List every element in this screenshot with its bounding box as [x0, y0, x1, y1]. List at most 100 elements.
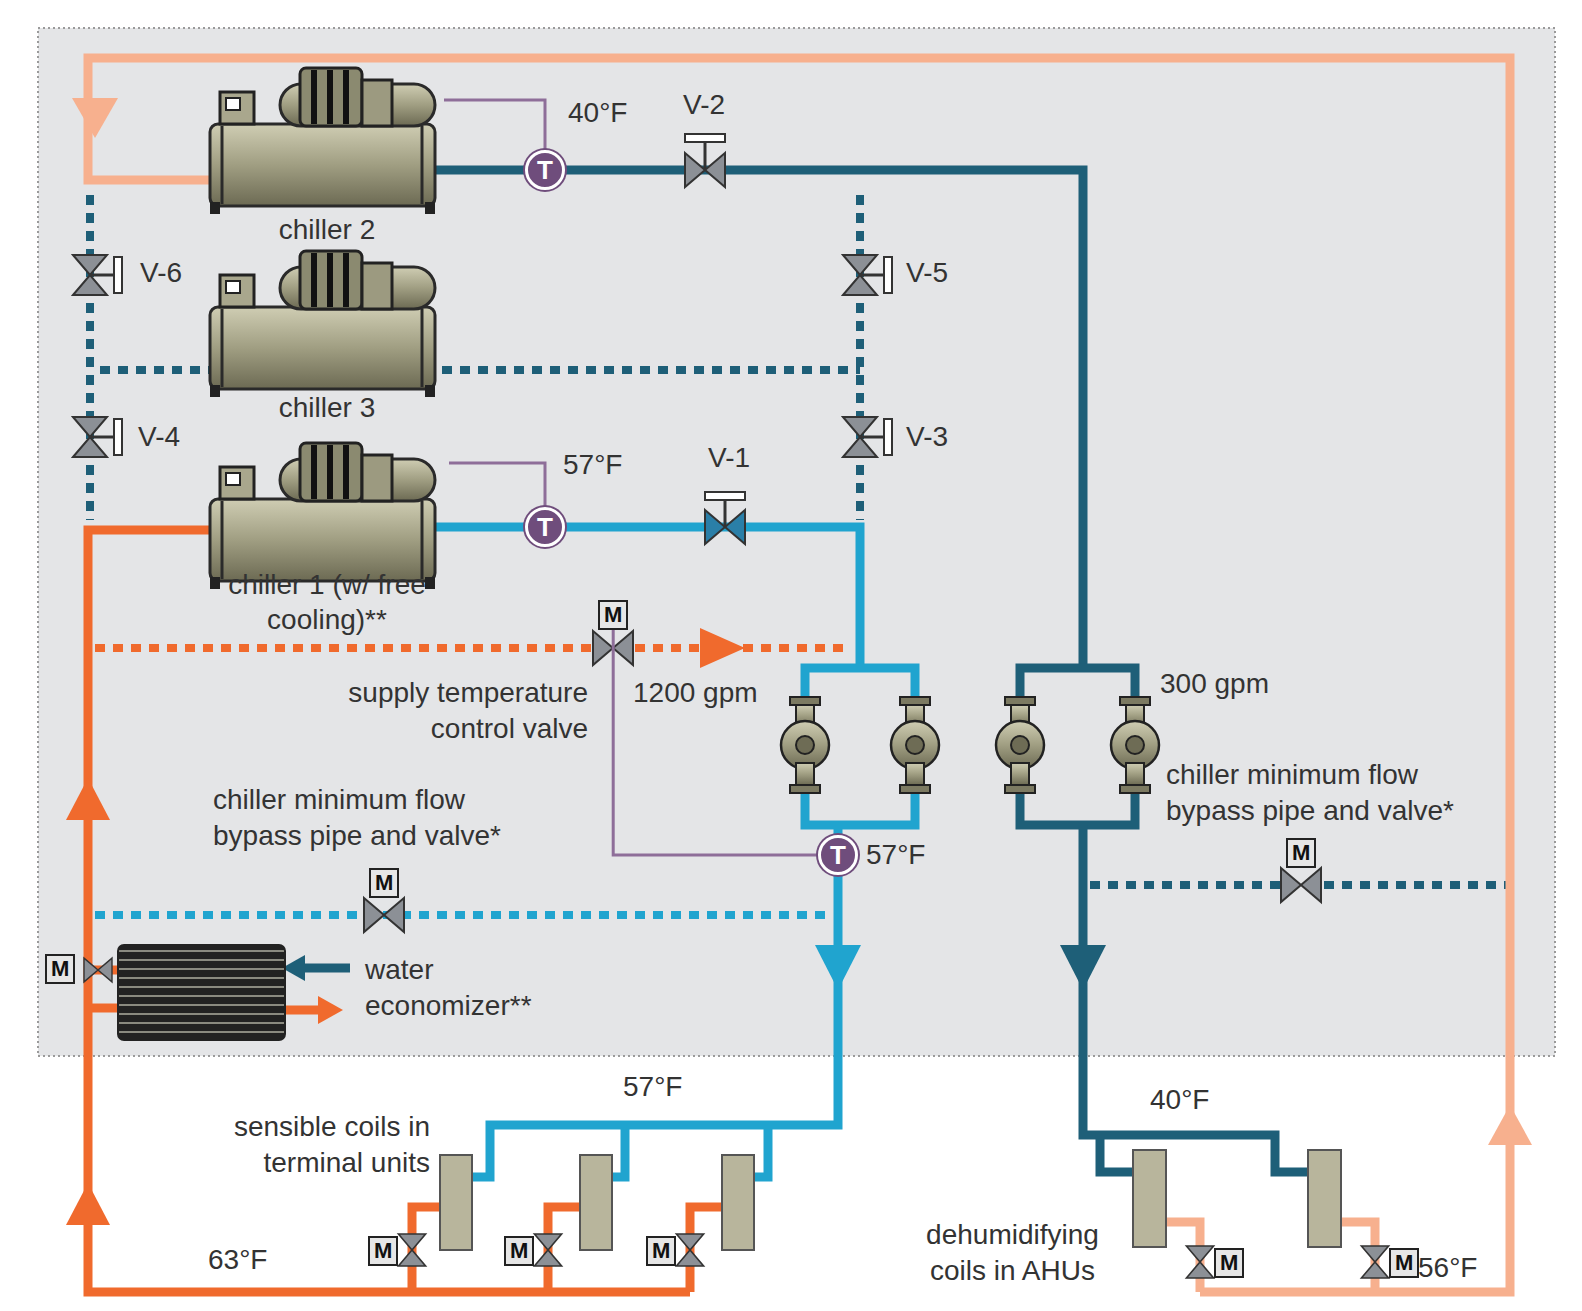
dotted-bypass-pipes: [95, 911, 830, 919]
motorized-valves: [84, 958, 112, 982]
control-wire: [444, 100, 545, 150]
flow-arrows: [66, 98, 1532, 1225]
bypass-note: chiller minimum flow bypass pipe and val…: [213, 782, 533, 855]
valve-actuator: M: [45, 954, 75, 984]
return-pipe-63: [88, 1004, 120, 1013]
valve-actuator: M: [1286, 838, 1316, 868]
actuator-letter: M: [510, 1238, 528, 1264]
supply-pipe-40: [300, 170, 1310, 1172]
actuator-letter: M: [375, 870, 393, 896]
valve-actuator: M: [646, 1236, 676, 1266]
coils: [722, 1155, 754, 1250]
manual-valves: [705, 492, 745, 500]
valve-tag: V-6: [140, 255, 182, 291]
temperature-sensor: T: [525, 150, 565, 190]
control-wire: [613, 630, 818, 855]
water-economizer: [118, 945, 285, 1040]
pumps: [996, 697, 1044, 793]
flow-arrows: [1060, 945, 1106, 990]
motorized-valves: [534, 1234, 561, 1266]
valve-tag: V-2: [683, 87, 725, 123]
temperature-label: 57°F: [563, 447, 622, 483]
valve-tag: V-1: [708, 440, 750, 476]
motorized-valves: [1361, 1246, 1388, 1278]
flow-arrows: [66, 1183, 110, 1225]
chiller-name: chiller 2: [210, 212, 444, 247]
manual-valves: [725, 510, 745, 544]
return-pipe-warm: [88, 58, 1510, 1292]
bypass-note: chiller minimum flow bypass pipe and val…: [1166, 757, 1486, 830]
flow-label: 300 gpm: [1160, 666, 1269, 702]
flow-arrows: [1488, 1105, 1532, 1145]
valve-actuator: M: [1389, 1248, 1419, 1278]
chillers: [210, 251, 435, 397]
valve-actuator: M: [598, 600, 628, 630]
supply-pipe-57: [612, 1125, 625, 1177]
return-pipe-warm: [88, 58, 1510, 1292]
coils: [440, 1150, 1341, 1250]
temperature-label: 57°F: [623, 1069, 682, 1105]
temperature-label: 57°F: [866, 837, 925, 873]
chillers: [210, 443, 435, 589]
valve-actuator: M: [504, 1236, 534, 1266]
return-pipe-63: [412, 1207, 440, 1292]
dotted-bypass-pipes: [86, 195, 94, 520]
coil-label: sensible coils in terminal units: [190, 1109, 430, 1182]
flow-arrows: [66, 778, 110, 820]
return-pipe-63: [548, 1207, 580, 1292]
manual-valves: [724, 498, 727, 527]
pumps: [781, 697, 829, 793]
manual-valves: [705, 510, 745, 544]
pumps: [891, 697, 939, 793]
actuator-letter: M: [652, 1238, 670, 1264]
valve-tag: V-5: [906, 255, 948, 291]
motorized-valves: [676, 1234, 703, 1266]
pumps: [781, 697, 1159, 793]
manual-valves: [843, 255, 892, 295]
chiller-unit: chiller 3: [210, 240, 444, 425]
valve-actuator: M: [1214, 1248, 1244, 1278]
temperature-label: 63°F: [208, 1242, 267, 1278]
coils: [580, 1155, 612, 1250]
actuator-letter: M: [604, 602, 622, 628]
flow-arrows: [318, 996, 343, 1024]
actuator-letter: M: [1292, 840, 1310, 866]
valve-tag: V-3: [906, 419, 948, 455]
valve-note: supply temperature control valve: [308, 675, 588, 748]
motorized-valves: [1186, 1246, 1213, 1278]
temperature-sensor: T: [818, 835, 858, 875]
flow-label: 1200 gpm: [633, 675, 758, 711]
motorized-valves: [1281, 868, 1321, 902]
sensor-letter: T: [537, 514, 553, 540]
actuator-letter: M: [51, 956, 69, 982]
pumps: [1111, 697, 1159, 793]
chillers: [210, 68, 435, 589]
valve-tag: V-4: [138, 419, 180, 455]
supply-pipe-40: [1083, 825, 1310, 1172]
coil-label: dehumidifying coils in AHUs: [905, 1217, 1120, 1290]
return-pipe-63: [88, 530, 722, 1292]
sensor-letter: T: [830, 842, 846, 868]
supply-pipe-40: [430, 170, 1083, 668]
motorized-valves: [84, 631, 1389, 1278]
supply-pipe-40: [300, 964, 350, 973]
manual-valves: [704, 141, 707, 170]
economizer-label: water economizer**: [365, 952, 565, 1025]
manual-valves: [73, 134, 892, 544]
temperature-label: 40°F: [1150, 1082, 1209, 1118]
manual-valves: [73, 417, 122, 457]
plant-boundary: [38, 28, 1555, 1056]
manual-valves: [73, 255, 122, 295]
actuator-letter: M: [374, 1238, 392, 1264]
manual-valves: [843, 417, 892, 457]
flow-arrows: [700, 628, 745, 668]
valve-actuator: M: [369, 868, 399, 898]
flow-arrows: [72, 98, 118, 138]
motorized-valves: [398, 1234, 425, 1266]
manual-valves: [685, 153, 725, 187]
chiller-name: chiller 1 (w/ free cooling)**: [175, 567, 479, 637]
dotted-bypass-pipes: [90, 195, 1515, 915]
dotted-bypass-pipes: [856, 195, 864, 520]
return-pipe-63: [690, 1207, 722, 1292]
